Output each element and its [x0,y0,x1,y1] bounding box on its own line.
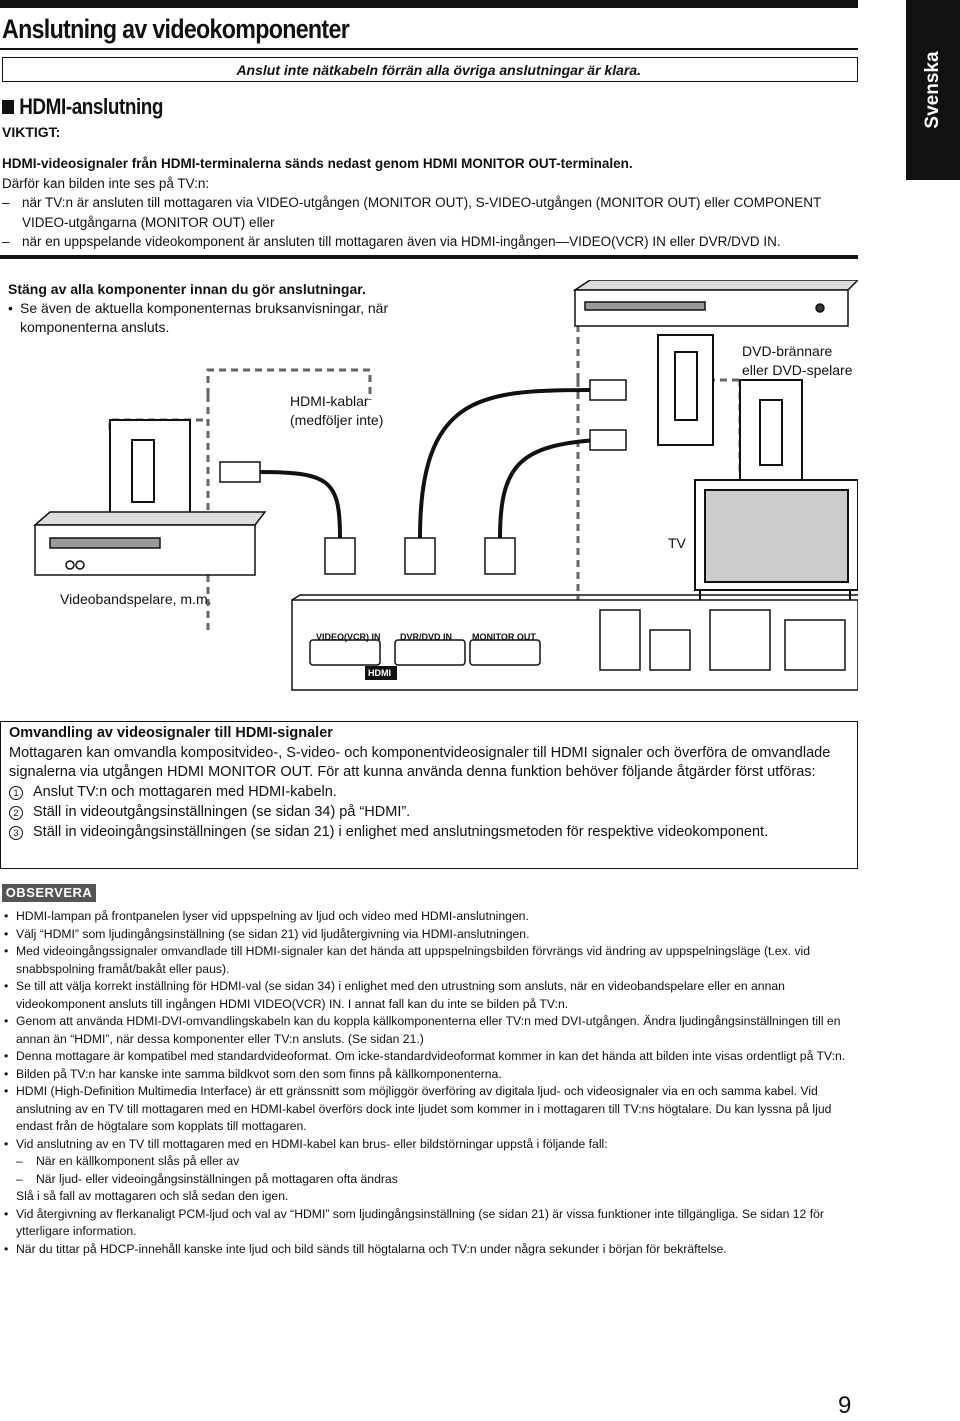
section-heading-text: HDMI-anslutning [19,94,164,119]
note-item: •Vid återgivning av flerkanaligt PCM-lju… [4,1206,824,1239]
cable-vcr [257,470,342,539]
language-tab: Svenska [906,0,960,180]
cable-label: HDMI-kablar (medföljer inte) [290,393,384,428]
port-label-monitor: MONITOR OUT [472,632,536,642]
note-item: •HDMI-lampan på frontpanelen lyser vid u… [4,909,529,923]
note-item: •Denna mottagare är kompatibel med stand… [4,1049,846,1063]
info-line-1: HDMI-videosignaler från HDMI-terminalern… [2,156,633,171]
top-rule [0,0,858,8]
note-item: •Genom att använda HDMI-DVI-omvandlingsk… [4,1014,841,1046]
conversion-heading: Omvandling av videosignaler till HDMI-si… [9,725,333,741]
page-number: 9 [838,1392,852,1419]
note-item: •Bilden på TV:n har kanske inte samma bi… [4,1066,502,1081]
dvd-recorder [572,279,860,327]
cable-tv [498,438,599,539]
hdmi-badge-bg [365,666,397,680]
note-item: •HDMI (High-Definition Multimedia Interf… [4,1084,832,1133]
info-dash-item: –när en uppspelande videokomponent är an… [2,234,781,249]
turn-off-bullet: •Se även de aktuella komponenternas bruk… [8,300,389,335]
note-item: •När du tittar på HDCP-innehåll kanske i… [4,1241,727,1256]
note-item: •Vid anslutning av en TV till mottagaren… [4,1136,608,1151]
info-dash-item: –när TV:n är ansluten till mottagaren vi… [2,195,821,230]
note-sub-item: –När en källkomponent slås på eller av [16,1154,240,1168]
turn-off-heading: Stäng av alla komponenter innan du gör a… [8,281,366,297]
port-label-vcr: VIDEO(VCR) IN [316,632,381,642]
important-label: VIKTIGT: [2,124,61,140]
notes-label: OBSERVERA [2,884,96,902]
language-tab-text: Svenska [922,51,943,129]
warning-text: Anslut inte nätkabeln förrän alla övriga… [236,62,641,78]
section-rule [0,255,858,259]
page-title: Anslutning av videokomponenter [2,14,350,44]
conversion-box: Omvandling av videosignaler till HDMI-si… [0,721,858,869]
hdmi-plugs [219,379,627,575]
tv-label: TV [668,535,686,551]
note-item: •Med videoingångssignaler omvandlade til… [4,944,811,976]
receiver-panel [291,594,859,691]
diagram-svg [32,279,860,691]
dvd-label: DVD-brännare eller DVD-spelare [742,343,853,378]
note-item: •Välj “HDMI” som ljudingångsinställning … [4,926,530,941]
tv-device [694,479,859,613]
section-square-icon [2,100,15,114]
notes-list: •HDMI-lampan på frontpanelen lyser vid u… [4,908,856,1258]
note-continuation: Slå i så fall av mottagaren och slå seda… [16,1189,289,1203]
info-block: HDMI-videosignaler från HDMI-terminalern… [2,154,858,252]
note-item: •Se till att välja korrekt inställning f… [4,979,785,1011]
info-line-2: Därför kan bilden inte ses på TV:n: [2,175,210,191]
warning-box: Anslut inte nätkabeln förrän alla övriga… [2,57,858,82]
cable-dvd [418,388,591,539]
connection-diagram: DVD-brännare eller DVD-spelare HDMI-kabl… [0,279,860,700]
note-sub-item: –När ljud- eller videoingångsinställning… [16,1171,398,1186]
section-heading: HDMI-anslutning [2,94,163,120]
port-label-dvd: DVR/DVD IN [400,632,453,642]
dvd-hdmi-port [657,334,714,446]
vcr-label: Videobandspelare, m.m. [60,591,212,607]
turn-off-notice: Stäng av alla komponenter innan du gör a… [8,280,428,337]
vcr-guide-line [206,368,372,400]
tv-hdmi-port [739,379,803,481]
vcr-hdmi-port [109,419,191,516]
hdmi-badge: HDMI [368,668,391,678]
conversion-body: Mottagaren kan omvandla kompositvideo-, … [9,744,831,781]
title-rule [0,48,858,50]
vcr-device [32,511,267,576]
